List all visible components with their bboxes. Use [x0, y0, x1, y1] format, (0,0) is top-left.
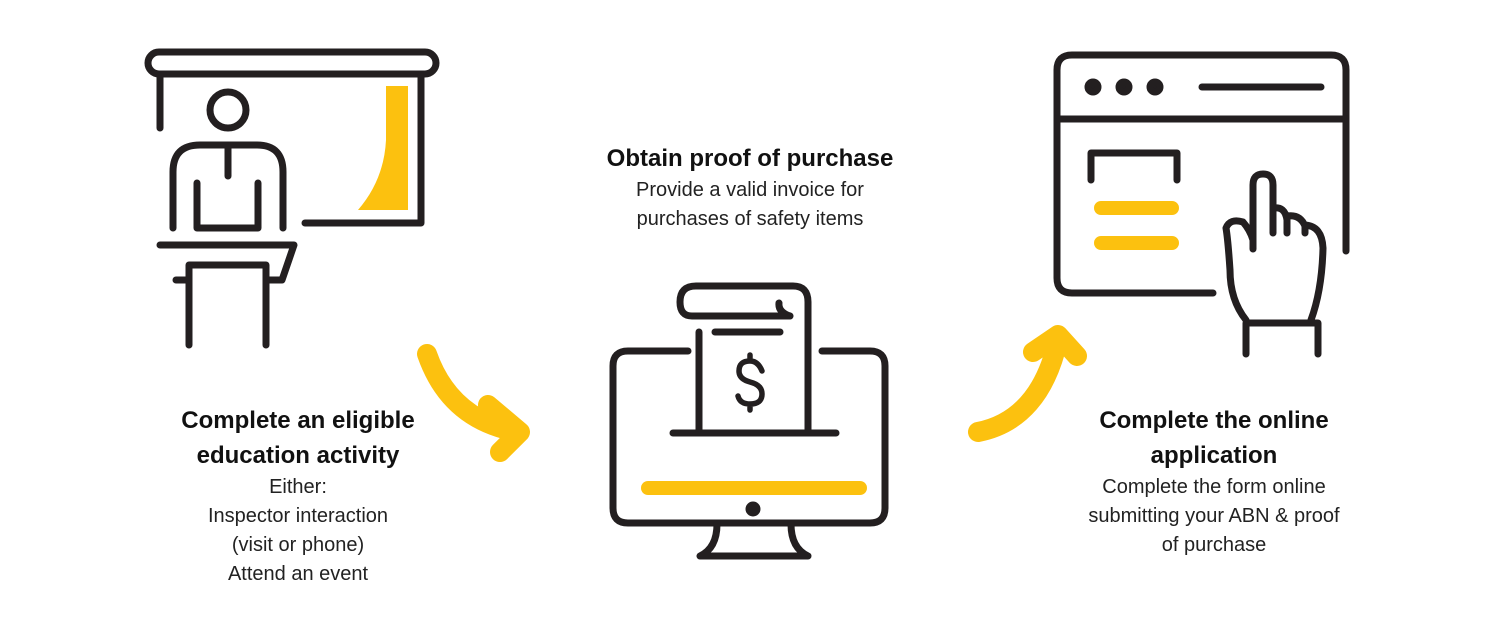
body-line: (visit or phone) [231, 534, 365, 556]
title-line: application [1150, 442, 1278, 469]
body-line: Attend an event [227, 563, 369, 585]
step-2-title: Obtain proof of purchase [560, 141, 940, 176]
browser-hand-click-icon [1053, 51, 1350, 358]
step-2-text: Obtain proof of purchase Provide a valid… [560, 141, 940, 234]
arrow-step1-to-step2-icon [417, 344, 530, 462]
body-line: Complete the form online [1102, 476, 1326, 498]
body-line: Either: [269, 476, 327, 498]
body-line: of purchase [1161, 534, 1267, 556]
body-line: Inspector interaction [207, 505, 389, 527]
title-line: Obtain proof of purchase [606, 145, 894, 172]
step-1-text: Complete an eligible education activity … [148, 403, 448, 589]
body-line: purchases of safety items [636, 208, 864, 230]
step-3-text: Complete the online application Complete… [1044, 403, 1384, 560]
title-line: Complete the online [1099, 407, 1329, 434]
step-1-title: Complete an eligible education activity [148, 403, 448, 473]
invoice-monitor-icon [609, 282, 889, 560]
step-3-description: Complete the form online submitting your… [1044, 473, 1384, 560]
title-line: education activity [196, 442, 400, 469]
body-line: submitting your ABN & proof [1088, 505, 1340, 527]
step-2-description: Provide a valid invoice for purchases of… [560, 176, 940, 234]
presenter-lectern-icon [144, 48, 440, 349]
arrow-step2-to-step3-icon [968, 325, 1087, 442]
title-line: Complete an eligible [181, 407, 415, 434]
body-line: Provide a valid invoice for [636, 179, 864, 201]
step-3-title: Complete the online application [1044, 403, 1384, 473]
step-1-description: Either: Inspector interaction (visit or … [148, 473, 448, 589]
